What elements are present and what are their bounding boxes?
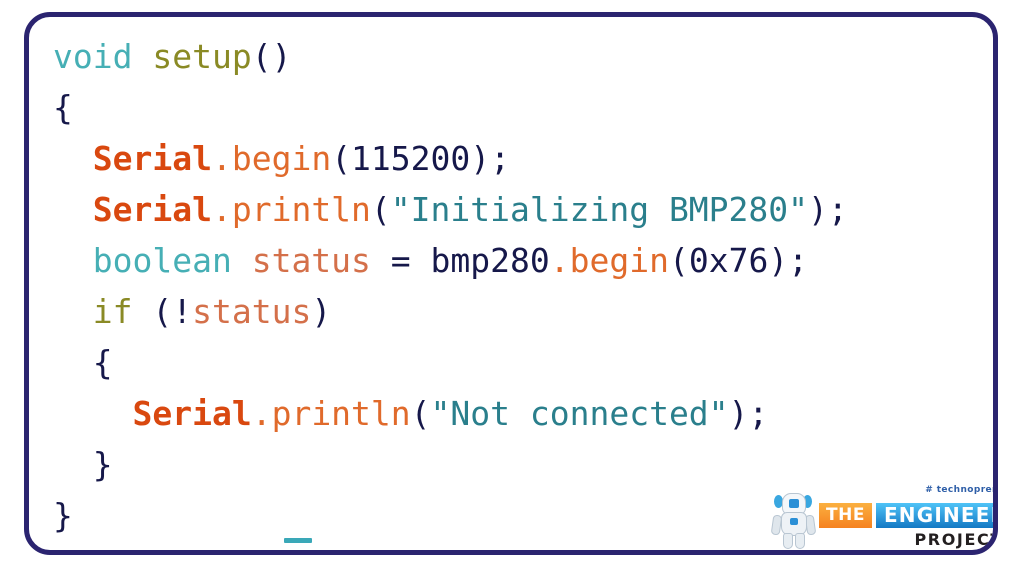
code-line: } [53,439,983,490]
code-token-string: "Not connected" [430,394,729,433]
logo-wordmark: THE ENGINEERING [819,503,993,528]
code-token-punct: ( [370,190,391,229]
code-line: boolean status = bmp280.begin(0x76); [53,235,983,286]
code-indent [53,190,93,229]
logo-word-engineering: ENGINEERING [875,503,993,528]
underline-artifact [284,538,312,543]
robot-leg-right [795,533,805,549]
the-engineering-projects-logo: # technopreneur THE ENGINEERING PROJECTS [767,485,993,550]
code-token-punct: () [251,37,292,76]
code-token-punct: } [53,496,73,535]
code-token-type: boolean [92,241,232,280]
robot-ear-left [774,495,783,508]
code-line: Serial.println("Initializing BMP280"); [53,184,983,235]
code-token-punct: ); [808,190,848,229]
code-token-fnname: setup [152,37,252,76]
code-line: Serial.begin(115200); [53,133,983,184]
code-token-object: Serial [92,139,212,178]
code-token-method: println [271,394,411,433]
code-token-object: Serial [92,190,212,229]
code-token-method: . [211,139,232,178]
robot-visor [789,499,799,508]
code-line: Serial.println("Not connected"); [53,388,983,439]
code-token-var: status [251,241,371,280]
code-line: { [53,337,983,388]
robot-ear-right [803,495,812,508]
code-indent [53,394,132,433]
code-token-punct: { [92,343,113,382]
code-token-punct: ) [311,292,332,331]
code-token-punct: (115200); [331,139,510,178]
code-indent [53,292,93,331]
code-token-method: . [549,241,570,280]
code-token-object: Serial [132,394,252,433]
code-token-method: println [231,190,371,229]
logo-word-projects: PROJECTS [914,530,993,549]
code-block: void setup(){ Serial.begin(115200); Seri… [53,31,983,541]
code-token-punct: ( [410,394,431,433]
robot-chest-panel [790,518,798,525]
robot-leg-left [783,533,793,549]
code-token-plain: = [370,241,431,280]
logo-word-the: THE [819,503,872,528]
code-token-punct: } [92,445,113,484]
code-line: void setup() [53,31,983,82]
code-token-punct: ); [728,394,769,433]
code-token-plain [232,241,252,280]
code-line: if (!status) [53,286,983,337]
code-token-plain [132,37,152,76]
logo-tagline: # technopreneur [925,485,993,495]
code-token-type: void [53,37,133,76]
code-token-string: "Initializing BMP280" [390,190,809,229]
code-indent [53,241,93,280]
code-indent [53,343,93,382]
code-line: } [53,490,983,541]
code-token-fnname: if [92,292,133,331]
code-token-punct: (0x76); [668,241,809,280]
robot-body [781,512,807,536]
code-panel: void setup(){ Serial.begin(115200); Seri… [24,12,998,555]
code-token-method: . [211,190,232,229]
code-token-punct: { [53,88,73,127]
robot-head [782,493,806,515]
robot-mascot-icon [770,491,817,549]
code-token-method: begin [569,241,669,280]
code-line: { [53,82,983,133]
code-indent [53,445,93,484]
code-token-var: status [192,292,312,331]
code-token-method: . [251,394,272,433]
code-indent [53,139,93,178]
code-token-method: begin [231,139,332,178]
code-token-plain: bmp280 [430,241,550,280]
code-token-punct: (! [132,292,193,331]
